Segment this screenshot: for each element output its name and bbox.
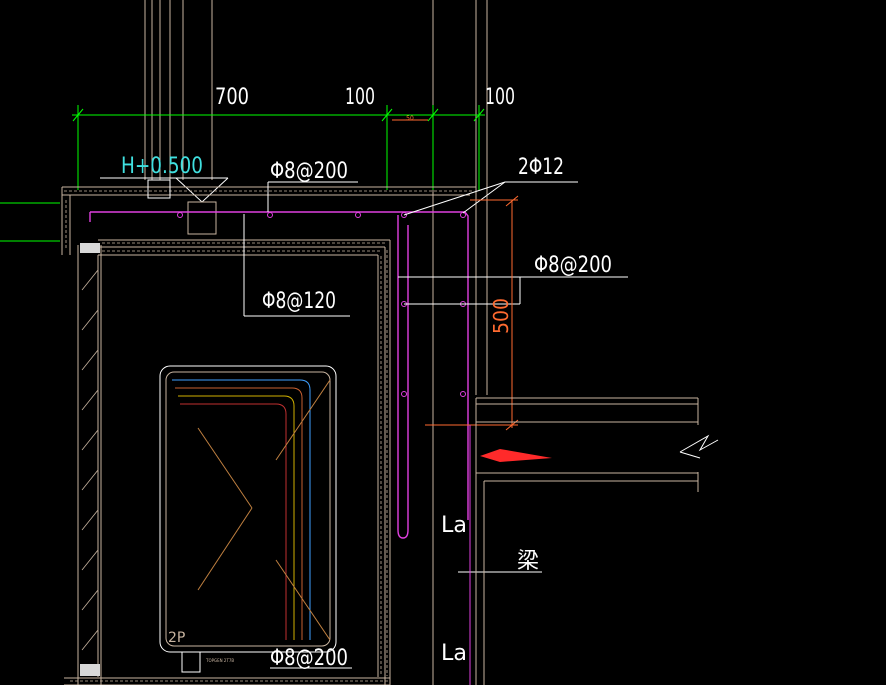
dim-small-label: 50 [406,115,414,122]
beam-lines [469,397,719,685]
rebar-top-label: Φ8@200 [270,159,348,184]
rebar-bottom-label: Φ8@200 [270,646,348,671]
elevation-label: H+0.500 [121,154,203,179]
dim-500-line [425,195,519,431]
dim-100-left-label: 100 [345,85,375,110]
la-lower-label: La [441,641,467,666]
red-arrow [480,449,552,462]
dim-700-label: 700 [215,85,249,110]
elevation-triangle [100,177,229,235]
dim-500-label: 500 [489,298,513,334]
wall-hatch [64,190,472,682]
wall-outline [61,186,476,685]
dim-100-right-label: 100 [485,85,515,110]
rebar-side-label: Φ8@200 [534,253,612,278]
rebar-lines [89,211,469,539]
pipe-tag-label: 2P [168,630,185,646]
small-tag-label: TOPGEN 2T7B [205,658,234,663]
beam-label: 梁 [517,549,539,574]
vertical-pipe-lines [144,0,488,685]
rebar-2phi12-label: 2Φ12 [518,155,564,180]
rebar-120-label: Φ8@120 [262,289,336,314]
equipment-box [147,179,337,673]
la-upper-label: La [441,513,467,538]
leader-lines [243,181,628,669]
dimension-line [0,105,485,242]
